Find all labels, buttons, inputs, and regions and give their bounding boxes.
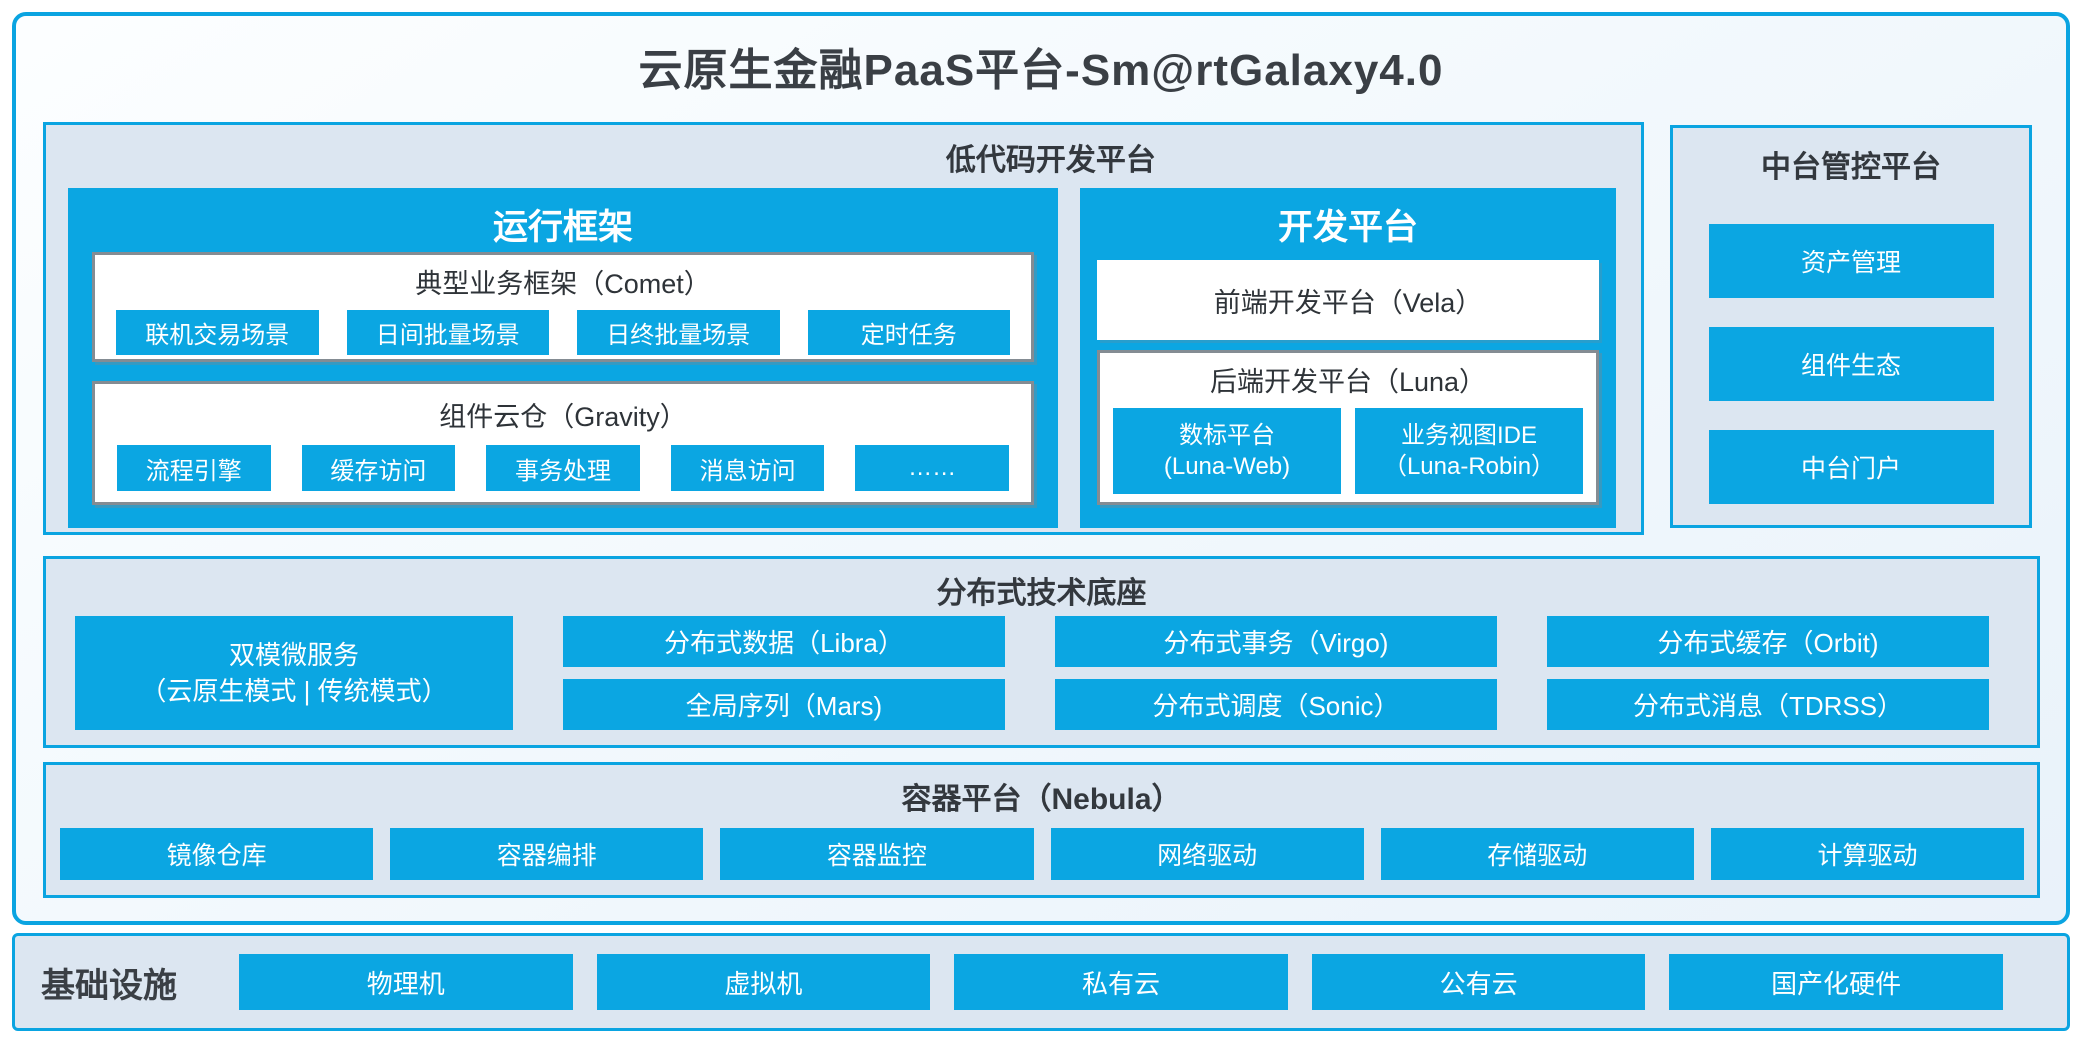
comet-item-scheduled-task: 定时任务: [807, 310, 1010, 355]
comet-framework-box: 典型业务框架（Comet） 联机交易场景 日间批量场景 日终批量场景 定时任务: [92, 252, 1034, 362]
comet-item-daytime-batch: 日间批量场景: [346, 310, 549, 355]
gravity-item-process-engine: 流程引擎: [117, 445, 271, 491]
gravity-item-transaction: 事务处理: [486, 445, 640, 491]
gravity-item-ellipsis: ……: [855, 445, 1009, 491]
luna-web-line1: 数标平台: [1179, 422, 1275, 449]
distributed-column-3: 分布式缓存（Orbit) 分布式消息（TDRSS）: [1547, 616, 1989, 730]
mid-item-portal: 中台门户: [1708, 430, 1994, 504]
comet-item-eod-batch: 日终批量场景: [577, 310, 780, 355]
infra-item-domestic-hardware: 国产化硬件: [1669, 954, 2003, 1010]
luna-title: 后端开发平台（Luna）: [1209, 367, 1487, 397]
infrastructure-header: 基础设施: [41, 966, 177, 1005]
infra-item-private-cloud: 私有云: [954, 954, 1288, 1010]
distributed-base-panel: 分布式技术底座 双模微服务 （云原生模式 | 传统模式） 分布式数据（Libra…: [43, 556, 2040, 748]
mid-platform-panel: 中台管控平台 资产管理 组件生态 中台门户: [1670, 125, 2032, 528]
low-code-platform-header: 低代码开发平台: [945, 144, 1156, 177]
dev-platform-panel: 开发平台 前端开发平台（Vela） 后端开发平台（Luna） 数标平台 (Lun…: [1080, 188, 1616, 528]
runtime-framework-title: 运行框架: [492, 208, 633, 247]
luna-backend-box: 后端开发平台（Luna） 数标平台 (Luna-Web) 业务视图IDE （Lu…: [1097, 350, 1599, 505]
infra-item-public-cloud: 公有云: [1311, 954, 1646, 1010]
dual-mode-line1: 双模微服务: [228, 640, 359, 670]
comet-item-online-trading: 联机交易场景: [116, 310, 319, 355]
distributed-base-header: 分布式技术底座: [936, 577, 1147, 610]
cp-item-orchestration: 容器编排: [390, 828, 704, 880]
vela-frontend-box: 前端开发平台（Vela）: [1097, 260, 1599, 340]
infrastructure-items: 物理机 虚拟机 私有云 公有云 国产化硬件: [239, 954, 2003, 1010]
container-platform-panel: 容器平台（Nebula） 镜像仓库 容器编排 容器监控 网络驱动 存储驱动 计算…: [43, 762, 2040, 898]
runtime-framework-panel: 运行框架 典型业务框架（Comet） 联机交易场景 日间批量场景 日终批量场景 …: [68, 188, 1058, 528]
luna-robin-item: 业务视图IDE （Luna-Robin）: [1355, 408, 1583, 494]
distributed-scheduling-sonic: 分布式调度（Sonic）: [1055, 679, 1497, 730]
dev-platform-title: 开发平台: [1277, 208, 1418, 247]
gravity-item-cache-access: 缓存访问: [301, 445, 456, 491]
distributed-data-libra: 分布式数据（Libra）: [563, 616, 1005, 667]
gravity-warehouse-box: 组件云仓（Gravity） 流程引擎 缓存访问 事务处理 消息访问 ……: [92, 381, 1034, 505]
cp-item-network-driver: 网络驱动: [1050, 828, 1364, 880]
infrastructure-bar: 基础设施 物理机 虚拟机 私有云 公有云 国产化硬件: [12, 933, 2070, 1031]
distributed-column-1: 分布式数据（Libra） 全局序列（Mars): [563, 616, 1005, 730]
cp-item-image-registry: 镜像仓库: [60, 828, 374, 880]
cp-item-monitoring: 容器监控: [720, 828, 1034, 880]
distributed-message-tdrss: 分布式消息（TDRSS）: [1547, 679, 1989, 730]
cp-item-storage-driver: 存储驱动: [1380, 828, 1694, 880]
mid-item-component-ecosystem: 组件生态: [1708, 327, 1994, 401]
distributed-cache-orbit: 分布式缓存（Orbit): [1547, 616, 1989, 667]
gravity-item-message-access: 消息访问: [670, 445, 825, 491]
dual-mode-microservice-box: 双模微服务 （云原生模式 | 传统模式）: [75, 616, 513, 730]
luna-robin-line1: 业务视图IDE: [1400, 422, 1537, 449]
container-platform-header: 容器平台（Nebula）: [901, 783, 1182, 816]
mid-platform-items: 资产管理 组件生态 中台门户: [1708, 224, 1994, 504]
gravity-items-row: 流程引擎 缓存访问 事务处理 消息访问 ……: [117, 445, 1009, 491]
comet-title: 典型业务框架（Comet）: [415, 269, 711, 299]
luna-robin-line2: （Luna-Robin）: [1382, 453, 1556, 480]
dual-mode-line2: （云原生模式 | 传统模式）: [140, 676, 448, 706]
main-container: 云原生金融PaaS平台-Sm@rtGalaxy4.0 低代码开发平台 运行框架 …: [12, 12, 2070, 925]
distributed-grid: 双模微服务 （云原生模式 | 传统模式） 分布式数据（Libra） 全局序列（M…: [75, 616, 1989, 730]
mid-item-asset-management: 资产管理: [1708, 224, 1994, 298]
page-title: 云原生金融PaaS平台-Sm@rtGalaxy4.0: [638, 46, 1444, 95]
mid-platform-header: 中台管控平台: [1761, 151, 1941, 184]
luna-items-row: 数标平台 (Luna-Web) 业务视图IDE （Luna-Robin）: [1113, 408, 1583, 494]
luna-web-line2: (Luna-Web): [1163, 453, 1291, 480]
container-platform-items: 镜像仓库 容器编排 容器监控 网络驱动 存储驱动 计算驱动: [60, 828, 2025, 880]
global-sequence-mars: 全局序列（Mars): [563, 679, 1005, 730]
luna-web-item: 数标平台 (Luna-Web): [1113, 408, 1341, 494]
comet-items-row: 联机交易场景 日间批量场景 日终批量场景 定时任务: [116, 310, 1010, 355]
infra-item-physical-machine: 物理机: [239, 954, 573, 1010]
gravity-title: 组件云仓（Gravity）: [439, 402, 687, 432]
distributed-transaction-virgo: 分布式事务（Virgo): [1055, 616, 1497, 667]
distributed-column-2: 分布式事务（Virgo) 分布式调度（Sonic）: [1055, 616, 1497, 730]
cp-item-compute-driver: 计算驱动: [1710, 828, 2025, 880]
infra-item-virtual-machine: 虚拟机: [596, 954, 931, 1010]
low-code-platform-panel: 低代码开发平台 运行框架 典型业务框架（Comet） 联机交易场景 日间批量场景…: [43, 122, 1644, 535]
